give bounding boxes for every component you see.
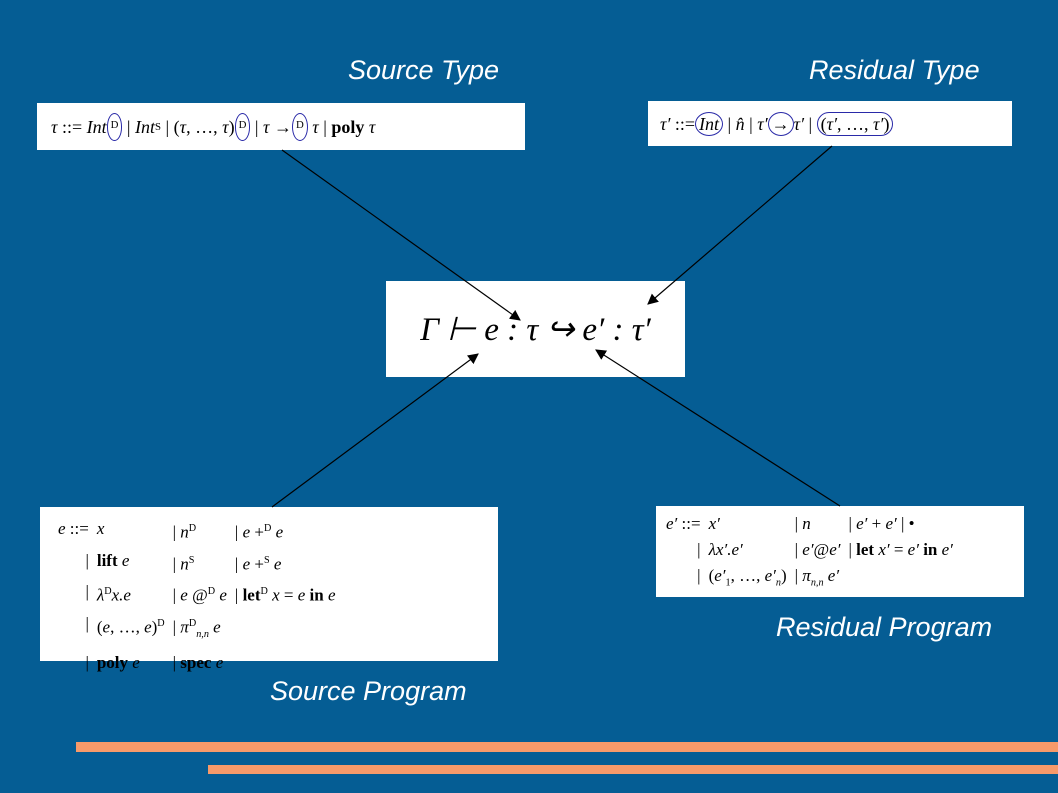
residual-type-label: Residual Type — [809, 55, 980, 85]
table-row: |λDx.e| e @D e| letD x = e in e — [85, 582, 336, 605]
judgement-box: Γ ⊢ e : τ ↪ e′ : τ′ — [386, 281, 685, 377]
table-row: e′ ::=x′| n| e′ + e′ | • — [666, 514, 915, 533]
source-program-label: Source Program — [270, 676, 467, 706]
footer-stripe-top — [76, 742, 1058, 752]
residual-program-grammar: e′ ::=x′| n| e′ + e′ | • |λx′.e′| e′@e′|… — [656, 506, 1024, 597]
residual-program-label: Residual Program — [776, 612, 993, 642]
residual-type-grammar: τ′ ::=Int | n̂ | τ′→τ′ | (τ′, …, τ′) — [648, 101, 1012, 146]
source-program-grammar: e ::=x| nD| e +D e |lift e| nS| e +S e |… — [40, 507, 498, 672]
arrow-source-program — [271, 353, 479, 508]
footer-stripe-bottom — [208, 765, 1058, 774]
table-row: |(e′1, …, e′n)| πn,n e′ — [697, 566, 840, 589]
table-row: |λx′.e′| e′@e′| let x′ = e′ in e′ — [697, 540, 953, 559]
arrow-residual-type — [647, 145, 833, 305]
table-row: |poly e| spec e — [85, 653, 224, 673]
table-row: |(e, …, e)D| πDn,n e — [85, 613, 221, 641]
table-row: e ::=x| nD| e +D e — [58, 519, 284, 542]
arrow-source-type — [281, 149, 521, 321]
arrow-residual-program — [595, 349, 841, 507]
source-type-label: Source Type — [348, 55, 500, 85]
table-row: |lift e| nS| e +S e — [85, 550, 282, 574]
judgement-formula: Γ ⊢ e : τ ↪ e′ : τ′ — [420, 312, 651, 348]
